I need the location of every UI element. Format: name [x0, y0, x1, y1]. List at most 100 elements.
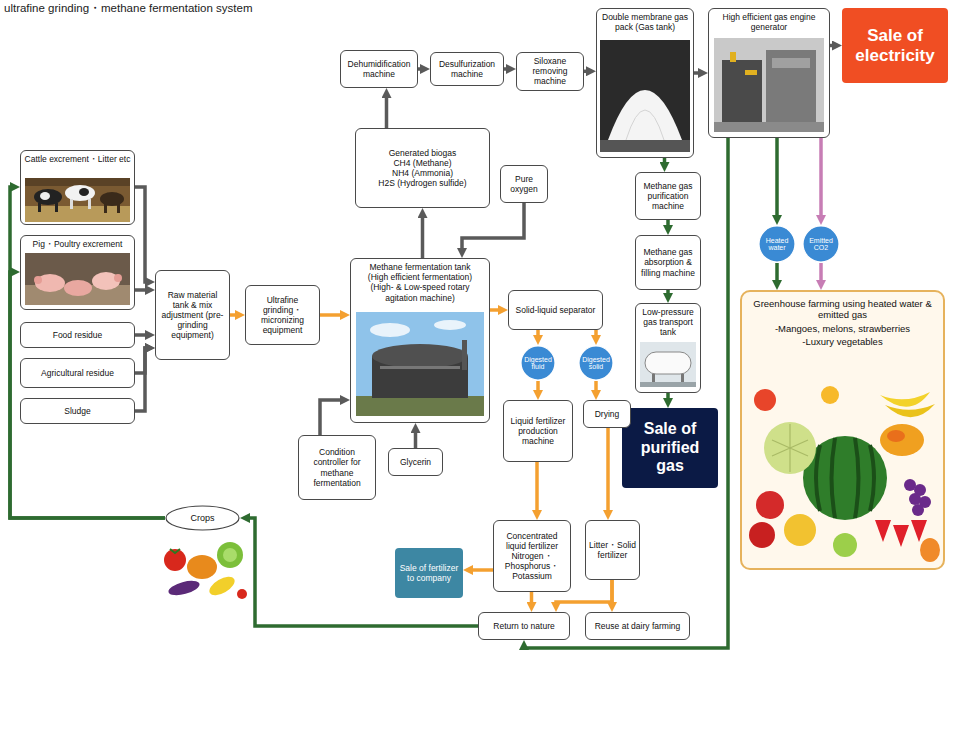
process-box: Concentrated liquid fertilizerNitrogen・P…: [493, 520, 571, 592]
node-detail: -Mangoes, melons, strawberries: [775, 323, 910, 334]
process-box: Solid-liquid separator: [508, 290, 603, 330]
cattle-photo-part: [70, 199, 73, 209]
gas-pack-photo-part: [608, 90, 682, 140]
vegetables-illustration-part: [170, 549, 180, 553]
pig-photo-part: [64, 280, 92, 296]
flow-arrow: [385, 93, 389, 128]
photo-box: High efficient gas engine generator: [708, 8, 830, 138]
flow-circle: Digested solid: [578, 345, 614, 381]
node-label: Sale of purified gas: [625, 420, 715, 475]
photo-box: Double membrane gas pack (Gas tank): [596, 8, 694, 158]
node-label: Litter・Solid fertilizer: [589, 540, 636, 560]
fermentation-tank-photo-part: [372, 344, 468, 368]
node-label: Solid-liquid separator: [516, 305, 596, 315]
fruits-illustration: [749, 386, 940, 562]
process-box: Condition controller for methane ferment…: [298, 435, 376, 500]
node-label: Return to nature: [493, 621, 554, 631]
vegetables-illustration-part: [237, 589, 247, 599]
generator-photo-part: [714, 122, 824, 132]
process-box: Desulfurization machine: [430, 52, 504, 86]
cattle-photo-part: [55, 203, 58, 212]
generator-photo-part: [766, 50, 816, 122]
fruits-illustration-part: [912, 504, 924, 516]
fruits-illustration-part: [880, 392, 930, 407]
node-label: Liquid fertilizer production machine: [507, 416, 569, 447]
transport-tank-photo-part: [640, 382, 696, 387]
transport-tank-photo-part: [652, 374, 655, 382]
node-label: Double membrane gas pack (Gas tank): [600, 12, 690, 32]
process-box: Dehumidification machine: [340, 50, 418, 88]
process-box: Return to nature: [478, 612, 570, 640]
cattle-photo-part: [25, 178, 130, 222]
flow-arrow: [320, 313, 345, 317]
node-label: Dehumidification machine: [344, 59, 414, 79]
node-label: Desulfurization machine: [434, 59, 500, 79]
node-label: Greenhouse farming using heated water & …: [748, 298, 937, 321]
transport-tank-photo-part: [645, 352, 691, 374]
fermentation-tank-photo-part: [380, 366, 460, 369]
process-box: Raw material tank & mix adjustment (pre-…: [155, 270, 230, 360]
transport-tank-photo-part: [681, 374, 684, 382]
cattle-photo-part: [25, 178, 130, 186]
node-label: Reuse at dairy farming: [595, 621, 681, 631]
flow-arrow: [462, 203, 524, 253]
fruits-illustration-part: [885, 404, 935, 417]
greenhouse-ground-part: [740, 290, 945, 570]
process-box: Pure oxygen: [500, 165, 548, 203]
flow-arrow: [666, 290, 670, 298]
node-label: Digested fluid: [522, 356, 554, 371]
generator-photo-part: [714, 38, 824, 132]
flow-arrow: [421, 213, 425, 258]
gas-pack-photo-part: [600, 140, 690, 152]
fruits-illustration-part: [772, 424, 808, 472]
node-detail: CH4 (Methane): [393, 158, 451, 168]
flow-arrow: [320, 400, 345, 435]
sale-box: Sale of purified gas: [622, 408, 718, 488]
greenhouse-ground: [740, 290, 945, 570]
photo-box: Methane fermentation tank(High efficient…: [350, 258, 490, 423]
node-detail: Nitrogen・Phosphorus・Potassium: [497, 551, 567, 582]
flow-arrow: [418, 67, 425, 71]
flow-arrow: [594, 381, 598, 395]
cattle-photo-part: [117, 204, 120, 213]
vegetables-illustration-part: [217, 542, 243, 568]
fermentation-tank-photo-part: [370, 323, 410, 337]
flow-circle: Emitted CO2: [802, 225, 840, 263]
process-box: Generated biogasCH4 (Methane)NH4 (Ammoni…: [355, 128, 490, 208]
flow-arrow: [490, 308, 503, 312]
process-box: Agricultural residue: [20, 358, 135, 388]
gas-pack-photo-part: [600, 40, 690, 152]
node-label: Methane gas absorption & filling machine: [639, 247, 697, 278]
flow-circle: Heated water: [758, 225, 796, 263]
generator-photo-part: [745, 70, 757, 75]
flow-arrow: [666, 220, 670, 230]
diagram-title: ultrafine grinding・methane fermentation …: [4, 1, 253, 16]
flow-arrow: [135, 348, 150, 373]
node-label: Sale of electricity: [845, 26, 945, 65]
vegetables-illustration-part: [167, 578, 201, 598]
flow-arrow: [535, 462, 539, 515]
photo-box: Low-pressure gas transport tank: [635, 303, 701, 393]
vegetables-illustration-part: [206, 573, 237, 599]
fermentation-tank-photo: [356, 312, 484, 416]
flow-arrow: [135, 333, 150, 337]
node-label: Cattle excrement・Litter etc: [25, 154, 131, 164]
node-label: High efficient gas engine generator: [712, 12, 826, 32]
fermentation-tank-photo-part: [356, 396, 484, 416]
photo-box: Cattle excrement・Litter etc: [20, 150, 135, 225]
pig-photo-part: [34, 276, 42, 284]
node-label: Food residue: [53, 330, 103, 340]
fruits-illustration-part: [821, 386, 839, 404]
flow-arrow: [135, 187, 150, 282]
node-label: Ultrafine grinding・micronizing equipment: [249, 295, 316, 336]
node-label: Pure oxygen: [504, 174, 544, 194]
pig-photo: [25, 253, 130, 305]
fruits-illustration-part: [920, 538, 940, 562]
outline-shape: [759, 226, 795, 262]
transport-tank-photo: [640, 342, 696, 387]
vegetables-illustration-part: [223, 548, 237, 562]
greenhouse-box: Greenhouse farming using heated water & …: [740, 290, 945, 570]
process-box: Liquid fertilizer production machine: [503, 400, 573, 462]
node-label: Sale of fertilizer to company: [398, 563, 460, 583]
process-box: Litter・Solid fertilizer: [585, 520, 640, 580]
